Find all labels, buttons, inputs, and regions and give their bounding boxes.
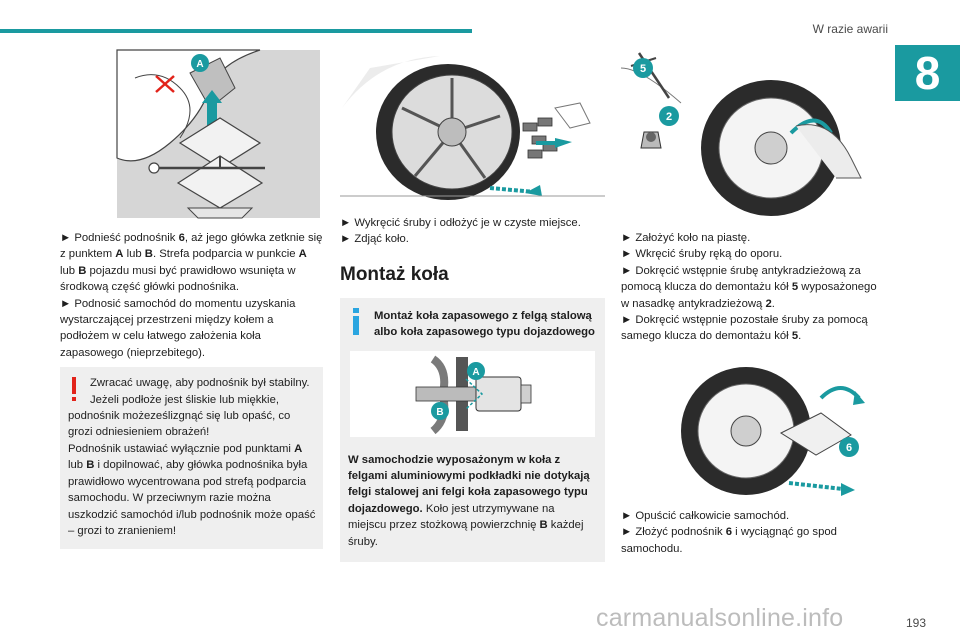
info-box: Montaż koła zapasowego z felgą stalową a… xyxy=(340,297,605,563)
mounting-step-run: . xyxy=(798,330,802,343)
jack-raise-run: ► Podnieść podnośnik xyxy=(60,232,179,244)
warning-line3-run: i dopilnować, aby główka podnośnika była… xyxy=(68,459,316,537)
bolt-label-a: A xyxy=(472,367,479,378)
warning-line3-run: Podnośnik ustawiać wyłącznie pod punktam… xyxy=(68,442,295,455)
warning-line3-run: A xyxy=(294,442,303,455)
jack-raise-run: , aż jego główka zetknie się z punktem xyxy=(60,232,323,261)
jack-raise-run: pojazdu musi być prawidłowo wsunięta w ś… xyxy=(60,264,296,294)
warning-line1: Zwracać uwagę, aby podnośnik był stabiln… xyxy=(90,377,310,406)
jack-raise-run: lub xyxy=(60,264,79,277)
mounting-step-run: ► Dokręcić wstępnie pozostałe śruby za p… xyxy=(621,314,868,343)
mounting-step-run: . xyxy=(771,297,775,310)
section-title: W razie awarii xyxy=(812,22,888,36)
header-accent-bar xyxy=(0,29,472,33)
mounting-step-run: ► Założyć koło na piastę. xyxy=(621,232,751,244)
lowering-step-0: ► Opuścić całkowicie samochód. xyxy=(621,508,886,524)
warning-line3-run: lub xyxy=(68,459,87,472)
info-body: W samochodzie wyposażonym w koła z felga… xyxy=(348,452,595,550)
tool-label-5: 5 xyxy=(640,63,646,75)
page-number: 193 xyxy=(905,616,926,630)
mounting-step-run: 5 xyxy=(791,330,799,343)
bolt-label-b: B xyxy=(436,407,443,418)
info-body-text2: każdej śruby. xyxy=(348,519,584,548)
jack-raise-run: B xyxy=(144,248,153,261)
jack-raise-run: B xyxy=(78,264,87,277)
warning-exclamation-icon xyxy=(72,377,76,402)
jack-raise-run: A xyxy=(298,248,307,261)
mounting-step-run: ► Wkręcić śruby ręką do oporu. xyxy=(621,248,783,261)
jack-raise-instruction: ► Podnieść podnośnik 6, aż jego główka z… xyxy=(60,230,323,296)
column-left: A ► Podnieść podnośnik 6, aż jego główka… xyxy=(60,48,323,550)
tool-label-2: 2 xyxy=(666,111,672,123)
mounting-step-run: 5 xyxy=(791,281,799,294)
jack-raise-run: . Strefa podparcia w punkcie xyxy=(152,248,299,261)
info-body-ref-b: B xyxy=(539,519,548,532)
wheel-mounting-illustration: 5 2 xyxy=(621,48,886,218)
figure-label-a: A xyxy=(196,59,203,70)
mounting-step-run: wyposażonego w nasadkę antykradzieżową xyxy=(621,281,877,310)
warning-line2: podnośnik możeześlizgnąć się lub opaść, … xyxy=(68,410,291,439)
info-icon xyxy=(353,307,359,335)
section-heading-wheel-mounting: Montaż koła xyxy=(340,263,449,285)
mounting-step-0: ► Założyć koło na piastę. xyxy=(621,230,886,246)
lowering-step-run: ► Opuścić całkowicie samochód. xyxy=(621,509,790,522)
warning-line3-run: B xyxy=(86,459,95,472)
column-middle: ► Wykręcić śruby i odłożyć je w czyste m… xyxy=(340,48,605,563)
mounting-step-2: ► Dokręcić wstępnie śrubę antykradzieżow… xyxy=(621,263,886,312)
mounting-step-run: ► Dokręcić wstępnie śrubę antykradzieżow… xyxy=(621,264,861,294)
warning-line3: Podnośnik ustawiać wyłącznie pod punktam… xyxy=(68,441,317,539)
chapter-number-tab: 8 xyxy=(895,45,960,101)
lowering-steps: ► Opuścić całkowicie samochód. ► Złożyć p… xyxy=(621,508,886,557)
info-body-bold: W samochodzie wyposażonym w koła z felga… xyxy=(348,453,590,515)
info-body-text1: Koło jest utrzymywane na miejscu przez s… xyxy=(348,502,555,532)
lowering-step-run: 6 xyxy=(725,526,733,539)
lowering-step-1: ► Złożyć podnośnik 6 i wyciągnąć go spod… xyxy=(621,524,886,557)
jack-raise-run: 6 xyxy=(178,232,185,244)
warning-box: Zwracać uwagę, aby podnośnik był stabiln… xyxy=(60,367,323,550)
lift-vehicle-instruction: ► Podnosić samochód do momentu uzyskania… xyxy=(60,297,296,359)
jack-raise-run: A xyxy=(115,248,124,261)
jack-raise-run: lub xyxy=(123,248,145,261)
mounting-steps: ► Założyć koło na piastę. ► Wkręcić śruby… xyxy=(621,230,886,345)
mounting-step-run: 2 xyxy=(765,297,772,310)
wheel-removal-illustration xyxy=(340,48,605,203)
mounting-step-3: ► Dokręcić wstępnie pozostałe śruby za p… xyxy=(621,312,886,345)
bolt-detail-illustration: A B xyxy=(348,349,595,444)
remove-bolts-instruction: ► Wykręcić śruby i odłożyć je w czyste m… xyxy=(340,217,581,229)
lowering-step-run: i wyciągnąć go spod samochodu. xyxy=(621,526,837,555)
jack-label-6: 6 xyxy=(846,442,852,454)
lowering-step-run: ► Złożyć podnośnik xyxy=(621,526,726,539)
remove-wheel-instruction: ► Zdjąć koło. xyxy=(340,233,409,246)
watermark: carmanualsonline.info xyxy=(596,604,844,632)
jack-illustration: A xyxy=(60,48,323,220)
lowering-illustration: 6 xyxy=(621,362,886,498)
info-title: Montaż koła zapasowego z felgą stalową a… xyxy=(374,309,595,339)
mounting-step-1: ► Wkręcić śruby ręką do oporu. xyxy=(621,246,886,262)
column-right: 5 2 ► Założyć koło na piastę. ► Wkręcić ś… xyxy=(621,48,886,557)
